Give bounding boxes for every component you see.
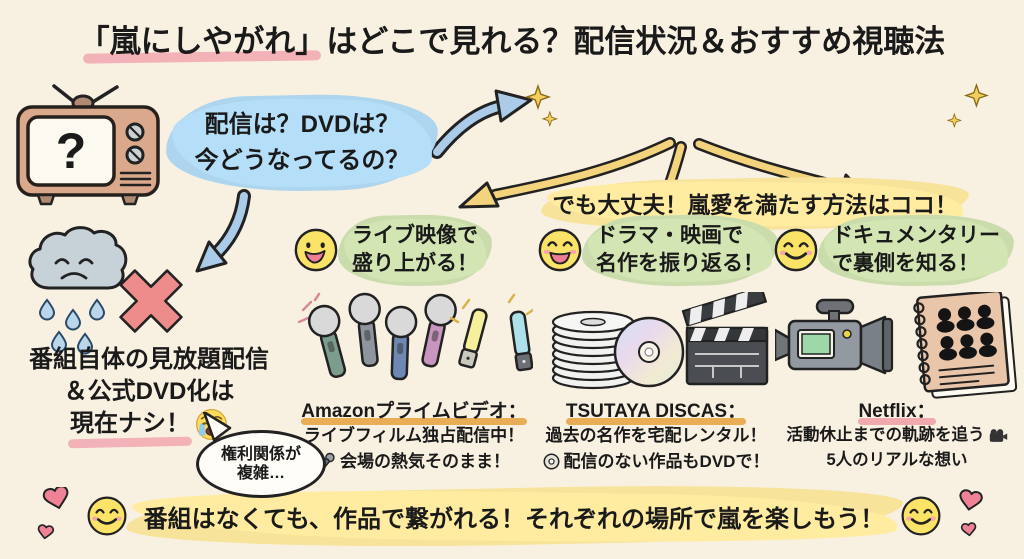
column-documentary-header: ドキュメンタリー で裏側を知る！ [828,220,1004,281]
column-drama-header: ドラマ・映画で 名作を振り返る！ [592,220,768,281]
service-name-tsutaya: TSUTAYA DISCAS： [565,396,747,425]
column-live: ライブ映像で 盛り上がる！ [293,220,535,500]
speech-bubble-line2: 複雑… [236,465,285,482]
smiley-laugh-icon [538,229,582,272]
camera-notebook-icon [775,292,1018,399]
service-name-amazon: Amazonプライムビデオ： [301,396,527,425]
sparkle-icon [524,82,989,129]
service-name-netflix: Netflix： [858,396,936,425]
column-documentary-header-line1: ドキュメンタリー [832,224,1000,247]
speech-bubble-tail [202,412,232,442]
column-drama-header-line1: ドラマ・映画で [596,224,743,247]
no-stream-text: 番組自体の見放題配信 ＆公式DVD化は 現在ナシ！ [8,344,290,441]
tv-question-mark: ? [55,123,87,179]
rain-cloud-icon [28,226,128,355]
title-highlight: 「嵐にしやがれ」 [79,16,327,61]
smiley-smile-icon [87,496,127,536]
clapperboard-icon [681,292,769,386]
speech-bubble: 権利関係が 複雑… [196,430,326,498]
video-camera-icon [775,298,894,375]
no-stream-line3: 現在ナシ！ [70,408,190,440]
smiley-smile-icon [901,496,941,536]
speech-bubble-line1: 権利関係が [220,445,301,463]
dvd-clapperboard-icon [551,292,769,390]
page-title: 「嵐にしやがれ」はどこで見れる？配信状況＆おすすめ視聴法 [0,16,1024,61]
column-live-header: ライブ映像で 盛り上がる！ [348,220,482,281]
service-desc-line: 配信のない作品もDVDで！ [529,449,783,475]
column-live-header-line1: ライブ映像で [352,224,478,247]
footer-banner: 番組はなくても、作品で繋がれる！それぞれの場所で嵐を楽しもう！ [0,487,1024,545]
smiley-open-icon [294,229,338,272]
service-desc-line: 会場の熱気そのまま！ [285,449,543,475]
service-desc-line: ライブフィルム独占配信中！ [303,426,525,445]
service-desc-line: 5人のリアルな想い [826,450,968,469]
disc-emoji-icon [543,453,560,470]
question-line2: 今どうなってるの？ [194,147,410,174]
column-documentary-header-line2: で裏側を知る！ [832,252,979,276]
penlight-icon [458,308,488,369]
service-desc-line: 活動休止までの軌跡を追う [765,423,1024,448]
microphones-penlights-icon [297,292,533,381]
title-rest: はどこで見れる？配信状況＆おすすめ視聴法 [326,24,946,59]
tv-icon [16,84,160,206]
column-documentary: ドキュメンタリー で裏側を知る！ [773,220,1021,500]
smiley-smile-icon [774,229,818,272]
hearts-right-icon [959,489,984,537]
footer-text: 番組はなくても、作品で繋がれる！それぞれの場所で嵐を楽しもう！ [136,493,893,540]
service-desc-line: 過去の名作を宅配レンタル！ [545,426,767,445]
column-drama-header-line2: 名作を振り返る！ [596,252,764,276]
blue-arrow-down-icon [195,189,251,273]
no-stream-line2: ＆公式DVD化は [63,377,235,405]
blue-arrow-right-icon [430,89,533,159]
column-drama: ドラマ・映画で 名作を振り返る！ [537,220,775,500]
hearts-left-icon [37,487,69,540]
cross-icon [119,269,183,333]
column-live-header-line2: 盛り上がる！ [352,252,478,276]
camera-emoji-icon [989,429,1007,442]
no-stream-line1: 番組自体の見放題配信 [29,346,269,373]
question-highlight: 配信は？DVDは？ 今どうなってるの？ [176,100,428,186]
notebook-icon [913,292,1018,399]
disc-icon [613,316,685,388]
penlight-icon [509,310,533,372]
question-line1: 配信は？DVDは？ [204,111,400,138]
